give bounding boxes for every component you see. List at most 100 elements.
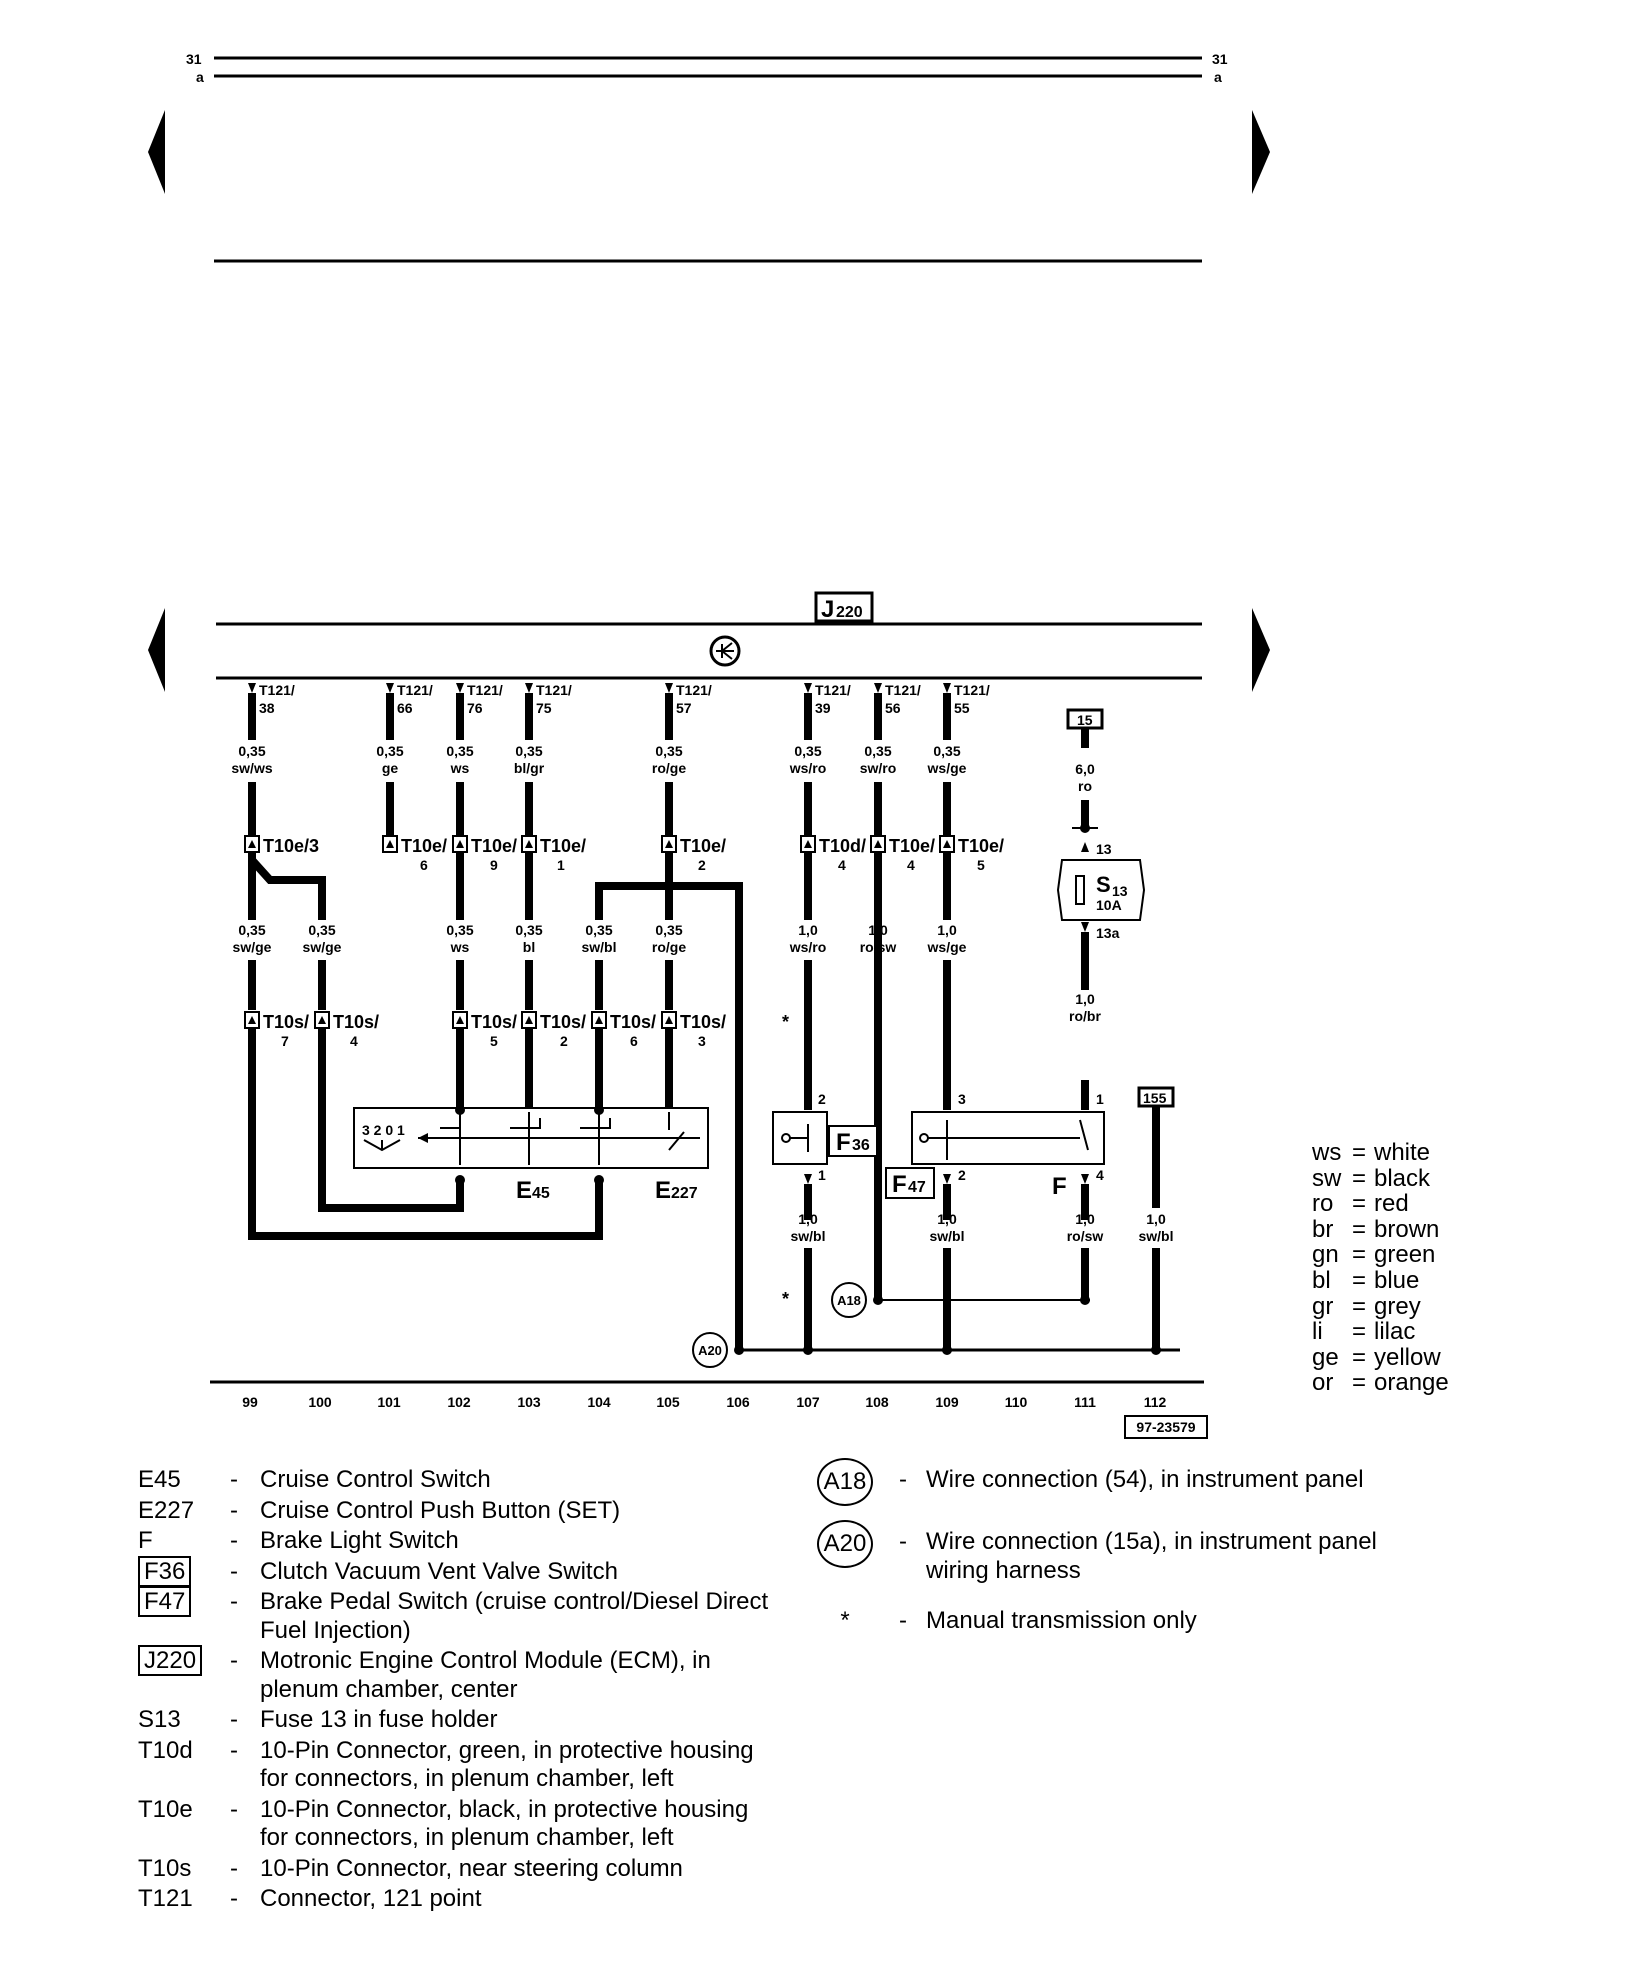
note-desc: Wire connection (15a), in instrument pan…: [926, 1528, 1377, 1584]
color-code: ws: [1312, 1139, 1342, 1166]
junction-circle-icon: A20: [817, 1520, 873, 1568]
wire-to-a20: [669, 882, 743, 1350]
svg-text:sw/bl: sw/bl: [1138, 1228, 1173, 1244]
svg-text:sw/bl: sw/bl: [929, 1228, 964, 1244]
color-legend-row: bl=blue: [1312, 1268, 1449, 1294]
svg-text:107: 107: [796, 1394, 820, 1410]
junction-a18: A18: [831, 1282, 867, 1318]
glossary-desc: 10-Pin Connector, black, in protective h…: [260, 1795, 749, 1852]
svg-text:4: 4: [350, 1033, 358, 1049]
glossary-desc: Connector, 121 point: [260, 1885, 482, 1912]
glossary-dash: -: [230, 1854, 238, 1882]
svg-text:ws/ro: ws/ro: [789, 939, 827, 955]
svg-text:F: F: [892, 1171, 907, 1198]
glossary-desc: 10-Pin Connector, near steering column: [260, 1854, 683, 1882]
note-item: A20-Wire connection (15a), in instrument…: [810, 1520, 1410, 1585]
svg-text:102: 102: [447, 1394, 471, 1410]
connector-t10e-1: T10e/1: [521, 835, 586, 873]
next-page-arrow-icon[interactable]: [1252, 608, 1270, 692]
svg-text:6: 6: [630, 1033, 638, 1049]
color-name: yellow: [1374, 1343, 1441, 1371]
wire-labels-lower: 1,0sw/bl 1,0sw/bl 1,0ro/sw 1,0sw/bl: [790, 1211, 1173, 1244]
svg-text:0,35: 0,35: [238, 743, 265, 759]
svg-text:2: 2: [818, 1091, 826, 1107]
svg-text:T121/: T121/: [676, 682, 712, 698]
color-name: orange: [1374, 1369, 1449, 1397]
glossary-desc: Cruise Control Switch: [260, 1466, 491, 1493]
color-name: black: [1374, 1164, 1431, 1192]
svg-text:T121/: T121/: [954, 682, 990, 698]
glossary-code: E227: [138, 1496, 195, 1524]
svg-text:4: 4: [838, 857, 846, 873]
equals-sign: =: [1352, 1369, 1367, 1397]
svg-text:ws: ws: [450, 760, 470, 776]
svg-text:112: 112: [1144, 1394, 1167, 1410]
color-code: gn: [1312, 1241, 1339, 1269]
color-legend-row: sw=black: [1312, 1164, 1449, 1192]
svg-text:0,35: 0,35: [515, 743, 542, 759]
svg-text:a: a: [1214, 69, 1222, 85]
svg-text:F: F: [1052, 1173, 1067, 1200]
connector-t10e-6: T10e/6: [382, 835, 447, 873]
svg-text:0,35: 0,35: [376, 743, 403, 759]
svg-text:T10e/: T10e/: [889, 836, 935, 856]
ecm-pin-66: T121/66: [386, 682, 433, 716]
color-legend-row: ge=yellow: [1312, 1345, 1449, 1371]
svg-text:T121/: T121/: [815, 682, 851, 698]
svg-text:T10s/: T10s/: [540, 1012, 586, 1032]
connector-t10e-9: T10e/9: [452, 835, 517, 873]
svg-text:sw/bl: sw/bl: [581, 939, 616, 955]
glossary-dash: -: [230, 1466, 238, 1493]
glossary-item: T10d-10-Pin Connector, green, in protect…: [138, 1737, 778, 1794]
glossary-code: J220: [138, 1645, 230, 1704]
glossary-item: F47-Brake Pedal Switch (cruise control/D…: [138, 1586, 778, 1645]
fuse-s13: 15 6,0 ro 13 S 13 10A 13a 1,0 ro/br: [1056, 708, 1146, 1024]
glossary-item: S13-Fuse 13 in fuse holder: [138, 1706, 778, 1735]
note-desc: Manual transmission only: [926, 1607, 1197, 1634]
connector-t10s-7: T10s/7: [244, 1011, 309, 1049]
equals-sign: =: [1352, 1241, 1367, 1269]
connectors-t10-row: T10e/3 T10e/6 T10e/9 T10e/1 T10e/2 T10d/…: [244, 835, 1004, 873]
asterisk-manual-note-1: *: [782, 1012, 789, 1032]
glossary-code: F47: [138, 1586, 230, 1645]
glossary-item: F36-Clutch Vacuum Vent Valve Switch: [138, 1555, 778, 1587]
svg-text:109: 109: [935, 1394, 959, 1410]
glossary-desc: Motronic Engine Control Module (ECM), in…: [260, 1647, 711, 1703]
svg-text:105: 105: [656, 1394, 680, 1410]
svg-text:111: 111: [1074, 1394, 1096, 1410]
svg-text:J: J: [821, 596, 834, 623]
equals-sign: =: [1352, 1292, 1367, 1320]
glossary-item: E45-Cruise Control Switch: [138, 1466, 778, 1495]
svg-text:ge: ge: [382, 760, 399, 776]
glossary-item: T10s-10-Pin Connector, near steering col…: [138, 1855, 778, 1884]
svg-text:108: 108: [865, 1394, 889, 1410]
glossary-desc: Brake Pedal Switch (cruise control/Diese…: [260, 1588, 769, 1644]
color-legend-row: li=lilac: [1312, 1319, 1449, 1345]
svg-text:S: S: [1096, 872, 1111, 897]
svg-text:T10e/: T10e/: [471, 836, 517, 856]
brake-light-switch-f: 3 1 F 47 F 2 4: [885, 1080, 1105, 1220]
glossary-dash: -: [230, 1588, 238, 1615]
next-page-arrow-icon[interactable]: [1252, 110, 1270, 194]
svg-text:75: 75: [536, 700, 552, 716]
svg-text:T10e/: T10e/: [958, 836, 1004, 856]
note-symbol: A20: [810, 1520, 880, 1585]
color-legend-row: gr=grey: [1312, 1292, 1449, 1320]
svg-text:0,35: 0,35: [585, 922, 612, 938]
svg-text:56: 56: [885, 700, 901, 716]
prev-page-arrow-icon[interactable]: [148, 110, 165, 194]
svg-text:ro/ge: ro/ge: [652, 939, 686, 955]
svg-text:0,35: 0,35: [515, 922, 542, 938]
glossary-code: F: [138, 1527, 153, 1554]
svg-text:sw/bl: sw/bl: [790, 1228, 825, 1244]
note-dash: -: [899, 1607, 907, 1634]
svg-text:99: 99: [242, 1394, 258, 1410]
glossary-item: F-Brake Light Switch: [138, 1527, 778, 1556]
glossary-dash: -: [230, 1527, 238, 1554]
svg-text:T10s/: T10s/: [680, 1012, 726, 1032]
prev-page-arrow-icon[interactable]: [148, 608, 165, 692]
svg-text:36: 36: [852, 1137, 870, 1154]
svg-text:227: 227: [671, 1185, 698, 1202]
